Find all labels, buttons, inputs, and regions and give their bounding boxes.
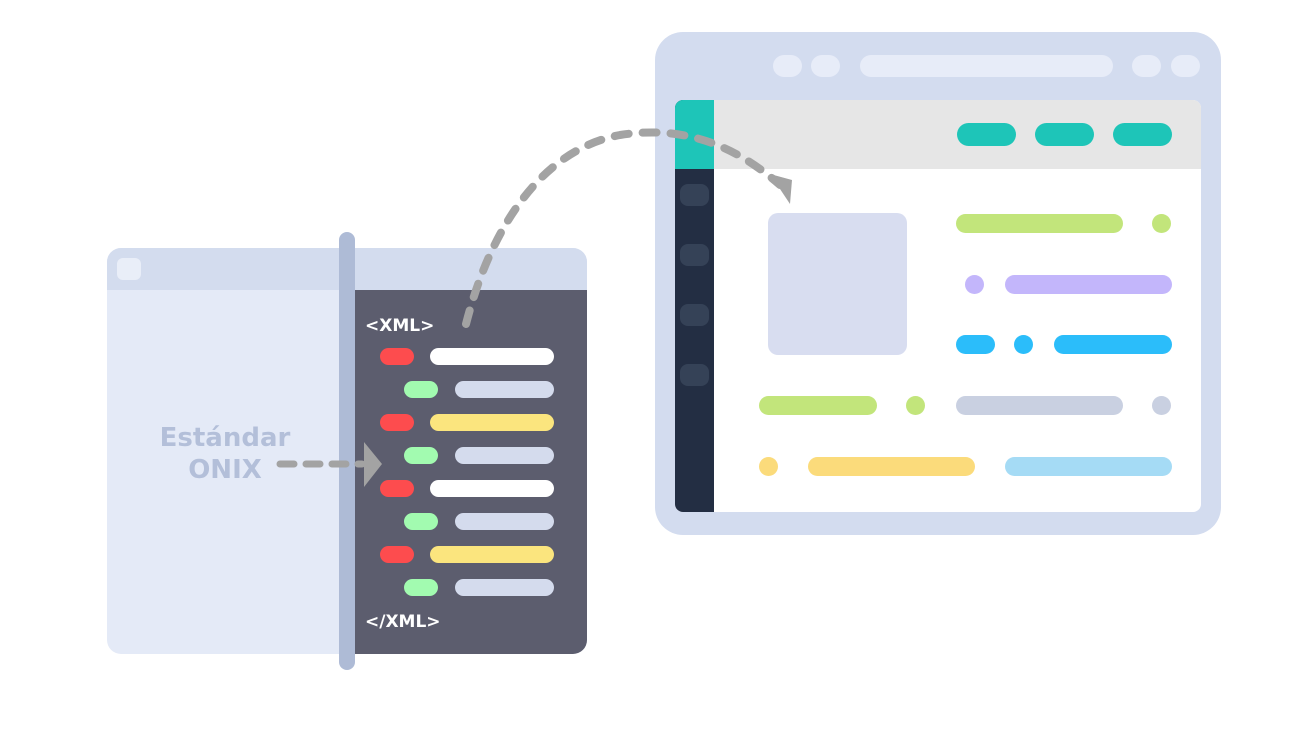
xml-line-1-value bbox=[430, 348, 554, 365]
content-dot-6 bbox=[759, 457, 778, 476]
content-line-4a bbox=[759, 396, 877, 415]
sidebar-item-1 bbox=[680, 184, 709, 206]
dashed-right-arrow-icon bbox=[276, 442, 382, 487]
xml-line-8-value bbox=[455, 579, 554, 596]
xml-line-3-value bbox=[430, 414, 554, 431]
content-dot-1 bbox=[1152, 214, 1171, 233]
xml-open-tag: <XML> bbox=[365, 316, 435, 336]
nav-button-2 bbox=[1035, 123, 1094, 146]
content-dot-2 bbox=[965, 275, 984, 294]
document-divider bbox=[339, 232, 355, 670]
xml-line-7-tag bbox=[380, 546, 414, 563]
xml-line-5-value bbox=[430, 480, 554, 497]
xml-line-6-value bbox=[455, 513, 554, 530]
onix-label-line-2: ONIX bbox=[188, 455, 262, 485]
browser-address-bar bbox=[860, 55, 1113, 77]
content-line-4b bbox=[956, 396, 1123, 415]
browser-control-2 bbox=[811, 55, 840, 77]
sidebar-item-4 bbox=[680, 364, 709, 386]
xml-line-8-tag bbox=[404, 579, 438, 596]
onix-label-line-1: Estándar bbox=[159, 423, 291, 453]
dashed-curved-arrow-icon bbox=[462, 128, 792, 328]
xml-line-4-value bbox=[455, 447, 554, 464]
content-dot-4 bbox=[906, 396, 925, 415]
document-window-button bbox=[117, 258, 141, 280]
xml-line-6-tag bbox=[404, 513, 438, 530]
xml-line-2-tag bbox=[404, 381, 438, 398]
sidebar-item-2 bbox=[680, 244, 709, 266]
content-line-3a bbox=[956, 335, 995, 354]
onix-label: Estándar ONIX bbox=[150, 422, 300, 486]
content-line-1 bbox=[956, 214, 1123, 233]
xml-line-7-value bbox=[430, 546, 554, 563]
content-dot-3 bbox=[1014, 335, 1033, 354]
xml-line-1-tag bbox=[380, 348, 414, 365]
browser-control-3 bbox=[1132, 55, 1161, 77]
nav-button-3 bbox=[1113, 123, 1172, 146]
xml-line-3-tag bbox=[380, 414, 414, 431]
book-cover-placeholder bbox=[768, 213, 907, 355]
xml-close-tag: </XML> bbox=[365, 612, 441, 632]
sidebar-item-3 bbox=[680, 304, 709, 326]
xml-line-5-tag bbox=[380, 480, 414, 497]
nav-button-1 bbox=[957, 123, 1016, 146]
xml-line-4-tag bbox=[404, 447, 438, 464]
content-line-5a bbox=[808, 457, 975, 476]
content-dot-5 bbox=[1152, 396, 1171, 415]
xml-line-2-value bbox=[455, 381, 554, 398]
content-line-3b bbox=[1054, 335, 1172, 354]
app-header bbox=[714, 100, 1201, 169]
content-line-2 bbox=[1005, 275, 1172, 294]
browser-control-1 bbox=[773, 55, 802, 77]
content-line-5b bbox=[1005, 457, 1172, 476]
browser-control-4 bbox=[1171, 55, 1200, 77]
